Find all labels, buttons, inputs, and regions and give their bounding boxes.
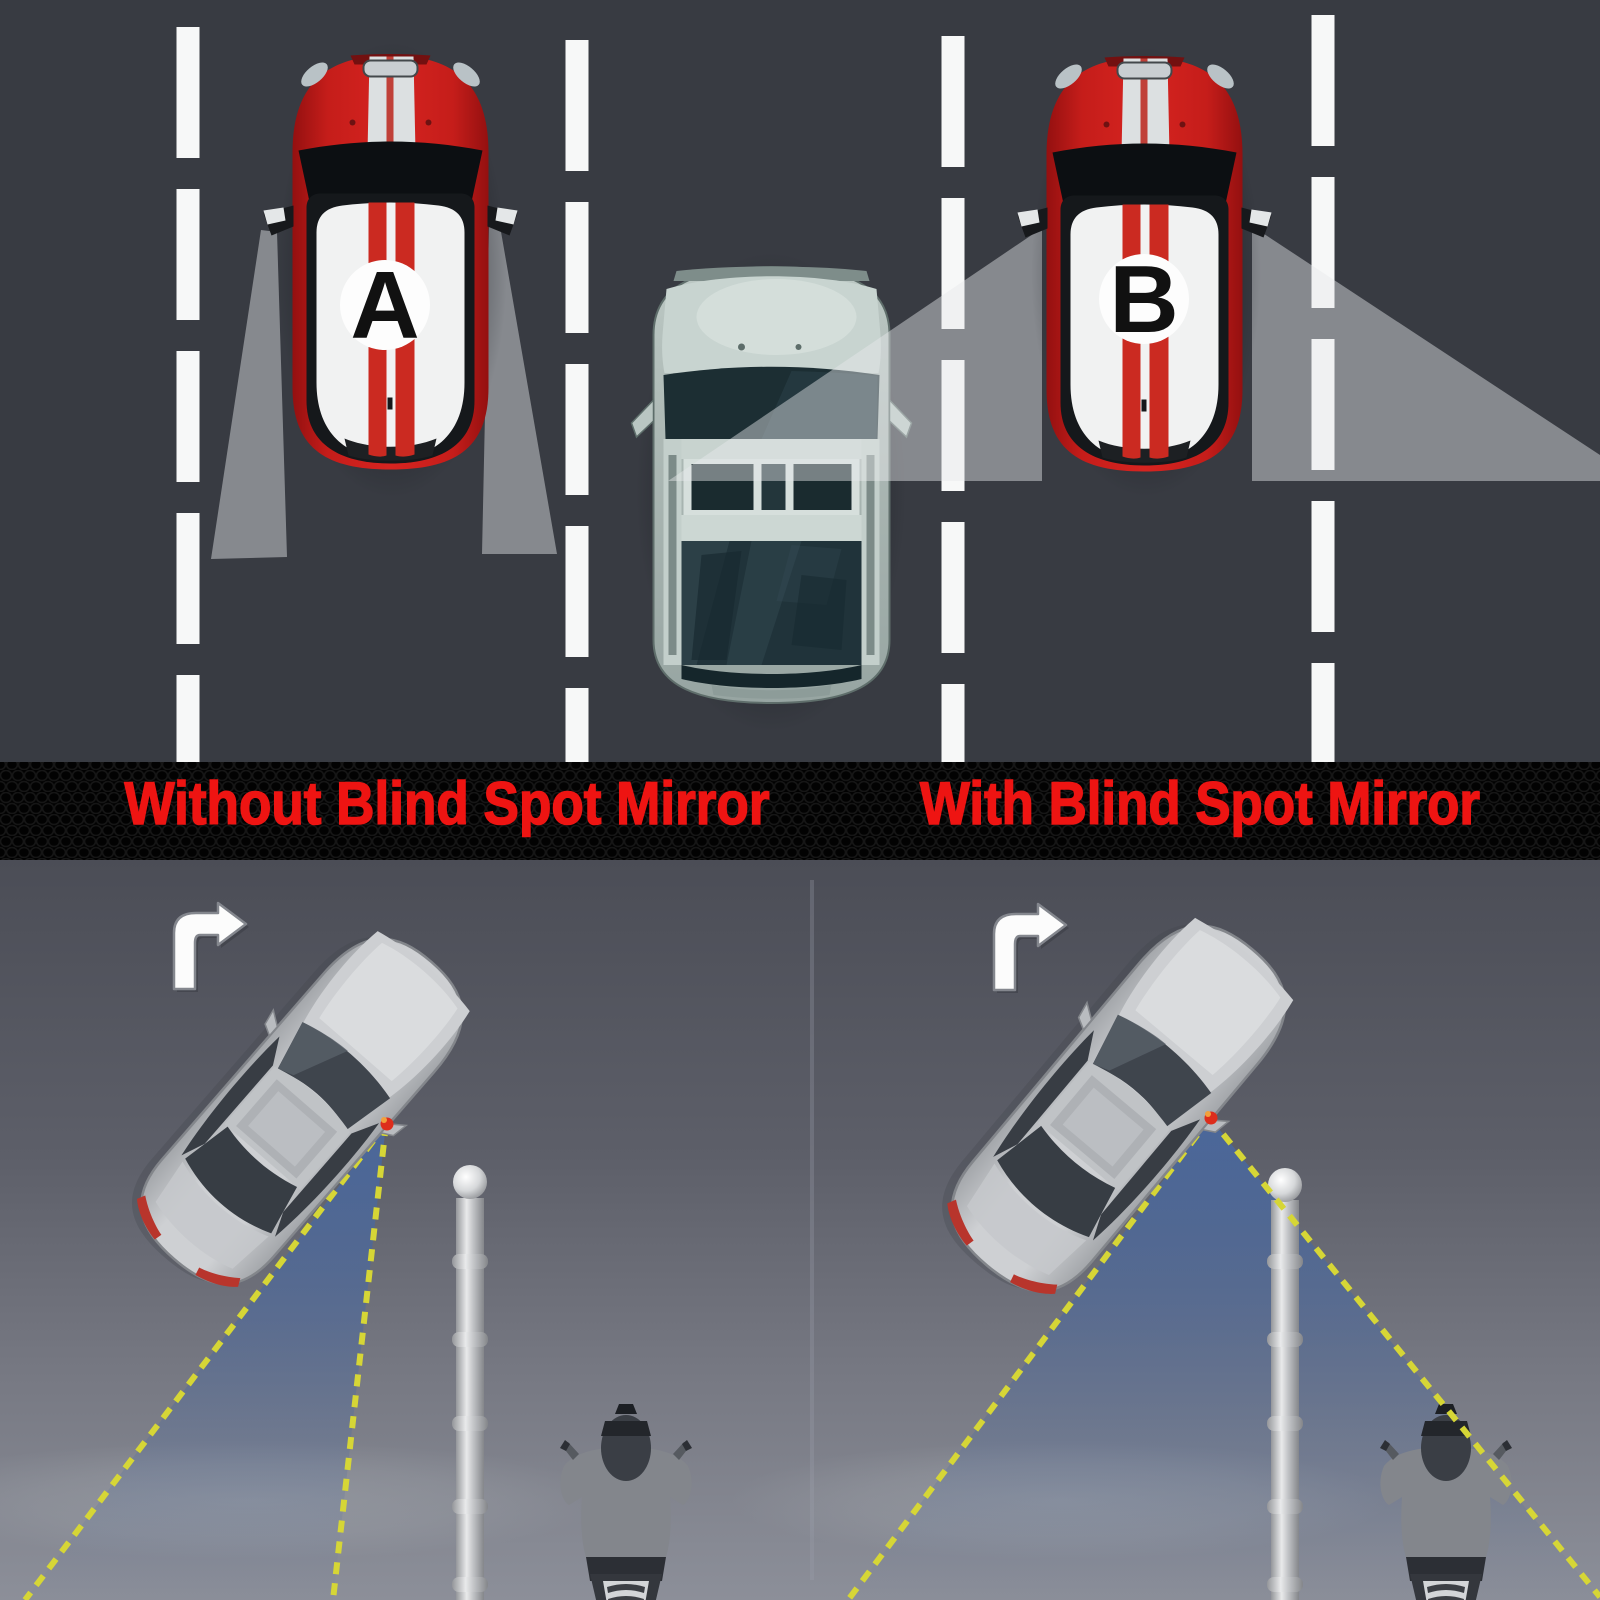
svg-text:A: A	[350, 252, 419, 359]
svg-text:Without Blind Spot Mirror: Without Blind Spot Mirror	[125, 770, 770, 837]
svg-text:With Blind Spot Mirror: With Blind Spot Mirror	[920, 770, 1480, 837]
svg-text:B: B	[1109, 246, 1178, 353]
